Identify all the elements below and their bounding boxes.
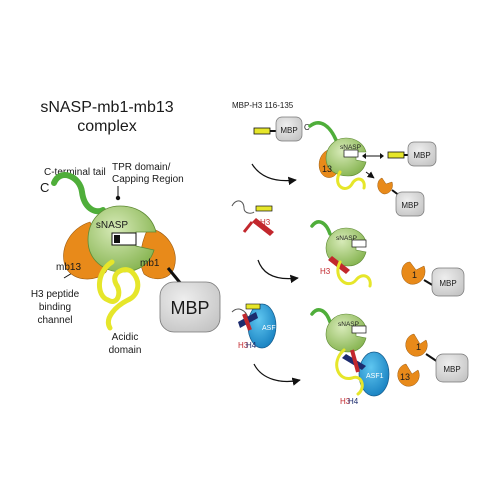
row1-released-peptide <box>387 151 405 159</box>
mb13-label: mb13 <box>56 262 81 273</box>
row1-peptide <box>253 127 271 135</box>
row1-tail <box>308 121 338 142</box>
main-complex: C-terminal tail C TPR domain/ Capping Re… <box>31 162 221 356</box>
peptide-label-line-1: H3 peptide <box>31 289 80 300</box>
tpr-label-line-2: Capping Region <box>112 174 184 185</box>
title-line-2: complex <box>77 118 137 135</box>
row2-h3-bound-label: H3 <box>320 267 331 276</box>
row3-mbp-label: MBP <box>443 365 460 374</box>
row1-mbp-right-bottom <box>395 191 425 217</box>
row2-peptide <box>255 205 273 212</box>
row3-mbp <box>435 353 469 383</box>
row3-h3-left-label: H3 <box>238 341 249 350</box>
row3-mb1 <box>405 333 428 357</box>
row3-h3-helix-left <box>242 313 252 331</box>
row1-arrow <box>251 163 297 186</box>
title-line-1: sNASP-mb1-mb13 <box>40 99 173 116</box>
row1-num13: 13 <box>322 164 332 174</box>
row3-asf1-right-label: ASF1 <box>366 373 384 380</box>
tpr-label-line-1: TPR domain/ <box>112 162 171 173</box>
row1-mbp-right-bottom-label: MBP <box>401 201 418 210</box>
row1-mb1 <box>377 177 393 195</box>
c-terminal-tail-shape <box>51 172 106 215</box>
row3-arrow <box>253 363 301 386</box>
row1-mbp-left <box>275 116 303 142</box>
c-terminal-tail-label: C-terminal tail <box>44 167 106 178</box>
row2-mbp <box>431 267 465 297</box>
row3-channel <box>351 325 367 334</box>
row3-mb13 <box>397 363 420 387</box>
row3-h3-right-label: H3 <box>340 397 351 406</box>
row1-mbp-right-top <box>407 141 437 167</box>
row1-release-arrow <box>365 171 375 179</box>
row2-h3-left-label: H3 <box>260 218 271 227</box>
row2-tail <box>310 220 332 236</box>
row3-h3-helix-right <box>350 349 360 373</box>
row3-tail <box>310 308 332 324</box>
row1-header: MBP-H3 116-135 <box>232 101 294 110</box>
row2-channel <box>351 239 367 248</box>
row2-h3-helix-1 <box>252 218 274 236</box>
row2-arrow <box>257 259 299 284</box>
row3-num13: 13 <box>400 372 410 382</box>
row2-snasp-label: sNASP <box>336 235 357 242</box>
row1-c-label: C <box>304 123 310 132</box>
acidic-label-line-1: Acidic <box>112 332 139 343</box>
row2-snasp <box>325 227 367 267</box>
row1-acidic <box>336 170 366 190</box>
row-2-h3: H3 sNASP H3 1 MBP <box>231 200 465 297</box>
row1-mbp-left-label: MBP <box>280 126 297 135</box>
row-1-mbp-h3-peptide: MBP-H3 116-135 MBP C sNASP 13 MBP MBP <box>232 101 437 217</box>
row-3-h3-h4-asf1: ASF1 H3 H4 sNASP ASF1 H3 H4 1 13 MBP <box>231 303 469 406</box>
row2-mbp-label: MBP <box>439 279 456 288</box>
row3-h4-left-label: H4 <box>246 341 257 350</box>
row1-mbp-right-top-label: MBP <box>413 151 430 160</box>
row2-acidic <box>336 260 372 288</box>
row3-peptide-left <box>245 303 261 310</box>
snasp-label: sNASP <box>96 220 129 231</box>
row3-h4-right-label: H4 <box>348 397 359 406</box>
row3-tail-left <box>231 308 249 319</box>
row3-asf1-right <box>358 351 390 397</box>
acidic-label-line-2: domain <box>109 345 142 356</box>
row3-snasp <box>325 313 367 353</box>
diagram-title: sNASP-mb1-mb13 complex <box>40 99 173 135</box>
row3-snasp-label: sNASP <box>338 321 359 328</box>
acidic-domain-loop <box>97 259 141 331</box>
row3-acidic <box>335 348 364 396</box>
row2-h3-helix-2 <box>242 221 254 233</box>
row1-snasp-label: sNASP <box>340 144 361 151</box>
row2-h3-tail <box>231 200 255 214</box>
mbp-label-large: MBP <box>170 298 209 318</box>
row3-asf1-left-label: ASF1 <box>262 325 280 332</box>
row3-num1: 1 <box>416 342 421 352</box>
mbp-block-large <box>159 281 221 333</box>
c-terminus-label: C <box>40 180 49 195</box>
row2-num1: 1 <box>412 270 417 280</box>
tpr-leader-dot <box>115 195 121 201</box>
mb1-label: mb1 <box>140 258 160 269</box>
peptide-label-line-2: binding <box>39 302 71 313</box>
peptide-label-line-3: channel <box>37 315 72 326</box>
row1-channel <box>343 149 359 158</box>
row2-mb1 <box>401 261 426 285</box>
peptide-channel-dark <box>114 235 120 243</box>
